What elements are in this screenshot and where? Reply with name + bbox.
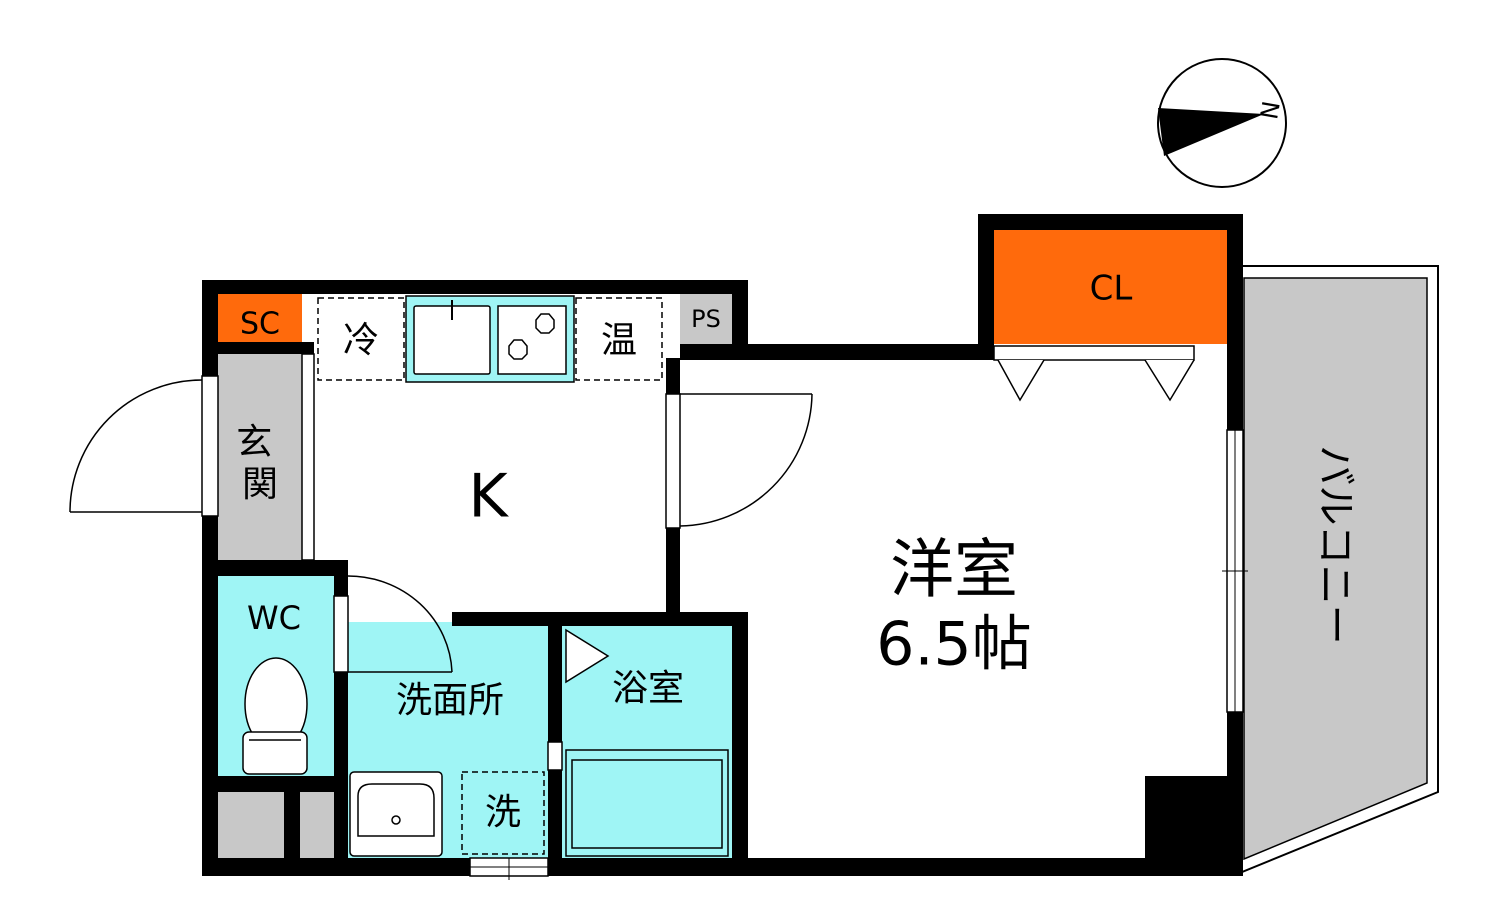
western-room-floor	[680, 358, 1227, 860]
washroom-door	[333, 575, 453, 673]
storage-cell-left	[218, 792, 284, 858]
kitchen-counter: 冷 温	[317, 295, 663, 383]
wash-basin	[349, 771, 443, 857]
bathroom-label: 浴室	[612, 668, 684, 709]
storage-cell-right	[300, 792, 334, 858]
kitchen-label: K	[468, 462, 509, 532]
western-room-door	[665, 393, 813, 529]
burner-1	[535, 313, 555, 334]
balcony: バルコニー	[1241, 265, 1439, 874]
washroom-label: 洗面所	[396, 680, 504, 721]
closet-area	[994, 230, 1227, 344]
closet-label: CL	[1090, 269, 1133, 309]
pipe-space	[680, 294, 732, 344]
compass-north-label: N	[1254, 99, 1285, 122]
wc-label: WC	[247, 599, 301, 637]
entrance-floor	[218, 354, 302, 560]
fridge-space	[317, 297, 405, 381]
toilet	[242, 657, 308, 775]
washroom-window	[469, 857, 549, 880]
stove	[497, 305, 567, 375]
balcony-window	[1222, 429, 1248, 713]
compass: N	[1157, 58, 1287, 188]
balcony-label: バルコニー	[1312, 445, 1358, 644]
pipe-space-label: PS	[691, 305, 721, 333]
entrance-label-char-1: 玄	[236, 422, 272, 463]
closet-door-right	[1144, 359, 1195, 402]
bathroom-door	[547, 741, 563, 771]
entrance-label-char-2: 関	[242, 464, 278, 505]
bathroom-door-marker	[565, 628, 610, 684]
water-heater-space	[575, 297, 663, 381]
bathtub	[565, 749, 729, 857]
washer-label: 洗	[485, 792, 521, 833]
entrance-kitchen-opening	[301, 353, 315, 561]
balcony-floor	[1243, 277, 1428, 861]
closet-door-track	[993, 345, 1195, 361]
washer-space	[461, 771, 545, 855]
burner-2	[508, 339, 528, 360]
closet: CL	[993, 230, 1227, 402]
fridge-label: 冷	[343, 320, 379, 361]
shoe-closet	[218, 294, 302, 342]
entrance-label: 玄 関	[236, 422, 283, 505]
closet-door-left	[997, 359, 1045, 402]
shoe-closet-label: SC	[240, 307, 280, 342]
entrance-door	[69, 375, 219, 517]
western-room-label: 洋室	[890, 534, 1018, 608]
walls	[202, 214, 1243, 876]
western-room-size: 6.5帖	[876, 610, 1031, 680]
water-heater-label: 温	[601, 320, 637, 361]
washroom-upper-floor	[348, 576, 453, 622]
compass-needle	[1158, 108, 1264, 156]
